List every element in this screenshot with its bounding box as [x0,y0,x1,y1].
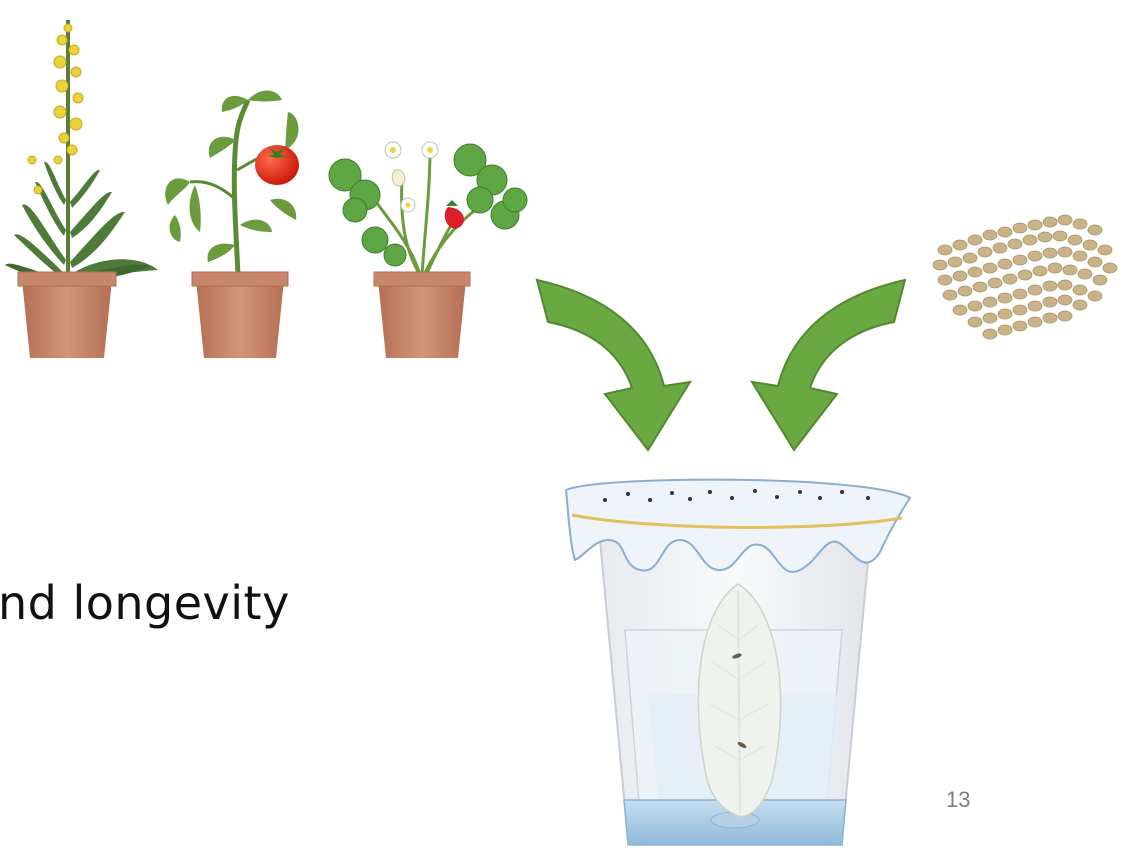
slide-body-text: nd longevity [0,576,290,630]
seed-pile [933,215,1117,339]
page-number: 13 [946,787,970,813]
tomato-plant [165,91,299,358]
left-curved-arrow [537,280,690,450]
right-curved-arrow [752,280,905,450]
mullein-plant [5,20,158,358]
strawberry-plant [329,142,527,358]
cup-with-leaf [600,540,870,845]
